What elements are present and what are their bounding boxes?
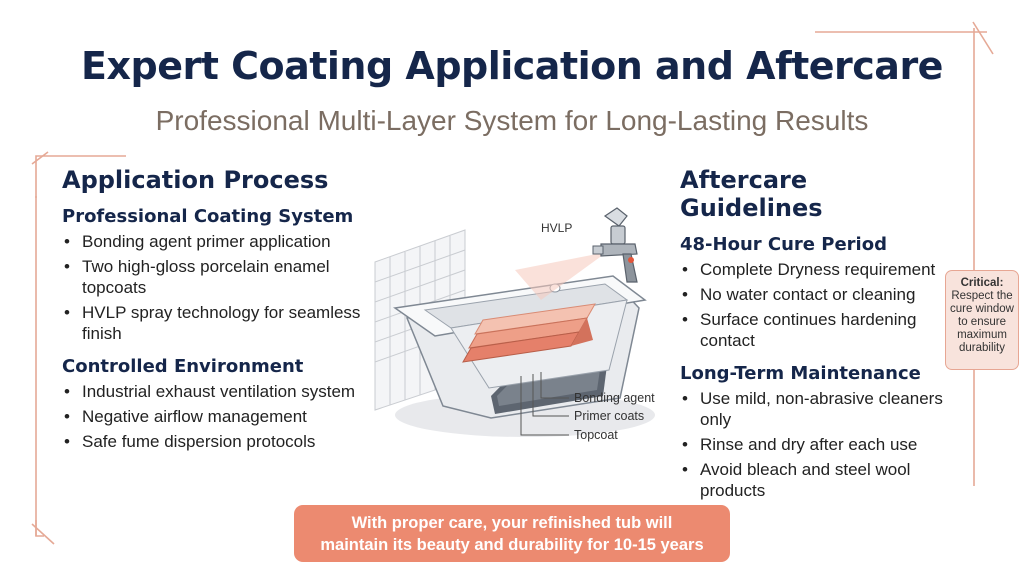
application-process-section: Application Process Professional Coating…: [62, 166, 362, 464]
critical-label: Critical:: [960, 277, 1004, 289]
list-item: No water contact or cleaning: [680, 284, 945, 305]
lifespan-banner: With proper care, your refinished tub wi…: [294, 505, 730, 562]
spray-label: HVLP: [541, 221, 572, 235]
list-item: Two high-gloss porcelain enamel topcoats: [62, 256, 362, 298]
critical-callout: Critical: Respect the cure window to ens…: [945, 270, 1019, 370]
coating-system-list: Bonding agent primer application Two hig…: [62, 231, 362, 344]
label-primer-coats: Primer coats: [574, 409, 644, 423]
list-item: Surface continues hardening contact: [680, 309, 945, 351]
banner-line-2: maintain its beauty and durability for 1…: [320, 536, 704, 554]
label-bonding-agent: Bonding agent: [574, 391, 655, 405]
layer-leader-lines: [520, 372, 569, 436]
frame-right-edge: [973, 28, 975, 486]
list-item: Negative airflow management: [62, 406, 362, 427]
frame-bottom-left: [31, 523, 55, 545]
list-item: Use mild, non-abrasive cleaners only: [680, 388, 945, 430]
cure-period-list: Complete Dryness requirement No water co…: [680, 259, 945, 351]
aftercare-section: Aftercare Guidelines 48-Hour Cure Period…: [680, 166, 945, 513]
label-topcoat: Topcoat: [574, 428, 618, 442]
application-heading: Application Process: [62, 166, 329, 194]
list-item: Bonding agent primer application: [62, 231, 362, 252]
list-item: HVLP spray technology for seamless finis…: [62, 302, 362, 344]
list-item: Industrial exhaust ventilation system: [62, 381, 362, 402]
list-item: Rinse and dry after each use: [680, 434, 945, 455]
spray-mist: [515, 252, 607, 300]
page-title: Expert Coating Application and Aftercare: [81, 44, 943, 88]
critical-text: Respect the cure window to ensure maximu…: [950, 290, 1014, 354]
list-item: Safe fume dispersion protocols: [62, 431, 362, 452]
coating-system-heading: Professional Coating System: [62, 206, 354, 227]
list-item: Complete Dryness requirement: [680, 259, 945, 280]
page-subtitle: Professional Multi-Layer System for Long…: [155, 105, 869, 136]
maintenance-heading: Long-Term Maintenance: [680, 363, 921, 384]
bathtub-layer-diagram: HVLP Bonding agent Primer coats Topcoat: [374, 207, 655, 442]
aftercare-heading: Aftercare Guidelines: [680, 166, 823, 222]
banner-line-1: With proper care, your refinished tub wi…: [351, 514, 673, 532]
environment-list: Industrial exhaust ventilation system Ne…: [62, 381, 362, 452]
frame-left-edge: [35, 196, 44, 537]
environment-heading: Controlled Environment: [62, 356, 304, 377]
maintenance-list: Use mild, non-abrasive cleaners only Rin…: [680, 388, 945, 501]
list-item: Avoid bleach and steel wool products: [680, 459, 945, 501]
cure-period-heading: 48-Hour Cure Period: [680, 234, 887, 255]
spray-gun-icon: [592, 207, 638, 283]
